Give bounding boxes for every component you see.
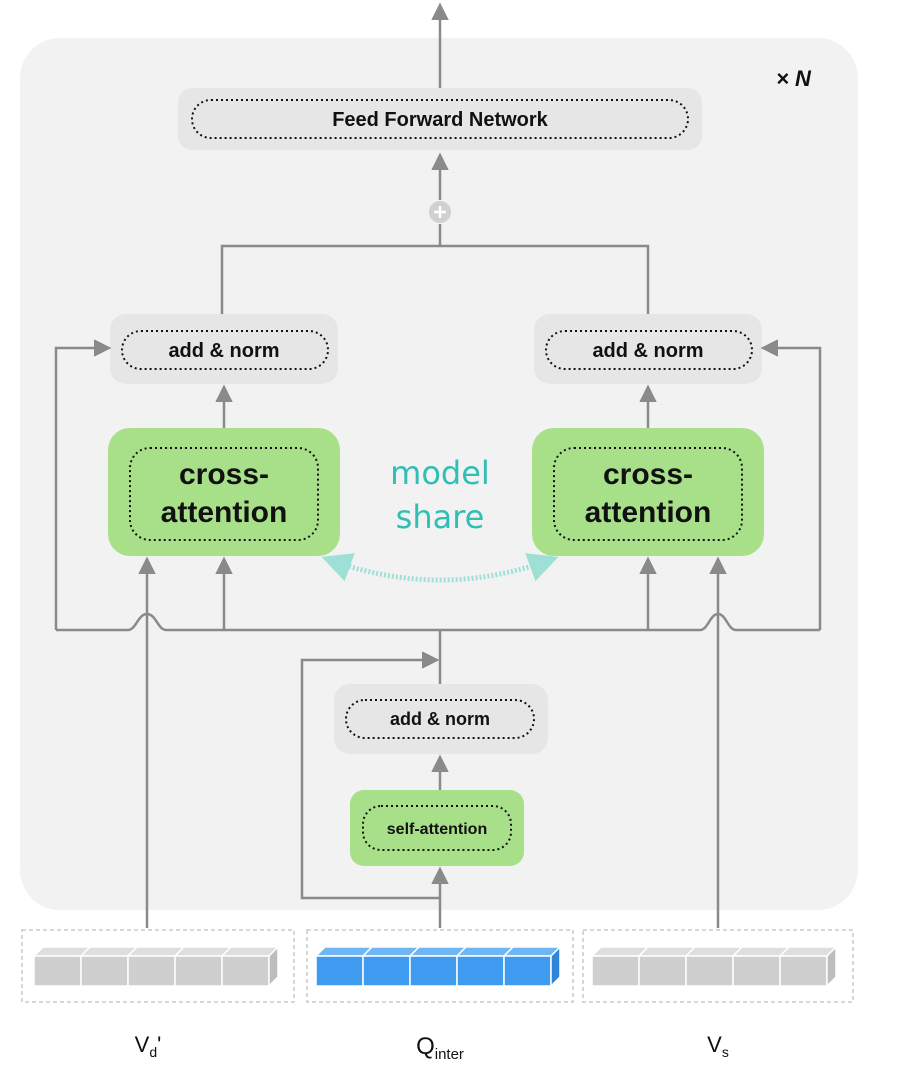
cross-attention-left: cross- attention [108, 428, 340, 556]
input-label-qinter: Qinter [416, 1033, 464, 1063]
cross-attention-left-line1: cross- [179, 458, 269, 491]
merge-line [220, 244, 650, 316]
add-norm-left-label: add & norm [168, 340, 279, 362]
self-attention-block: self-attention [350, 790, 524, 866]
self-attention-label: self-attention [387, 821, 487, 838]
cross-attention-right: cross- attention [532, 428, 764, 556]
ffn-block: Feed Forward Network [178, 88, 702, 150]
token-cell [408, 946, 468, 987]
model-share-line2: share [396, 498, 485, 536]
cross-attention-right-line1: cross- [603, 458, 693, 491]
plus-icon [429, 201, 451, 223]
input-label-vd: Vd' [135, 1032, 162, 1060]
cross-attention-left-line2: attention [161, 496, 288, 529]
token-cell [637, 946, 697, 987]
repeat-label: × N [776, 66, 812, 91]
residual-left-arrow [54, 339, 112, 630]
add-norm-left: add & norm [110, 314, 338, 384]
token-cell [79, 946, 139, 987]
model-share-line1: model [390, 454, 490, 492]
input-q-tokens [306, 929, 574, 1003]
token-cell [502, 946, 562, 987]
token-cell [32, 946, 92, 987]
token-cell [314, 946, 374, 987]
ffn-label: Feed Forward Network [332, 109, 548, 131]
cross-attention-right-line2: attention [585, 496, 712, 529]
add-norm-center: add & norm [334, 684, 548, 754]
shared-query-bus [56, 612, 820, 632]
token-side [268, 945, 279, 988]
residual-center-arrow [300, 651, 440, 900]
input-vd-tokens [21, 929, 295, 1003]
model-share-arrow [321, 553, 559, 583]
token-side [826, 945, 837, 988]
add-norm-center-label: add & norm [390, 709, 490, 729]
input-label-vs: Vs [707, 1032, 729, 1060]
add-norm-right: add & norm [534, 314, 762, 384]
add-norm-right-label: add & norm [592, 340, 703, 362]
input-vs-tokens [582, 929, 854, 1003]
residual-right-arrow [760, 339, 822, 630]
token-cell [173, 946, 233, 987]
token-side [550, 945, 561, 988]
